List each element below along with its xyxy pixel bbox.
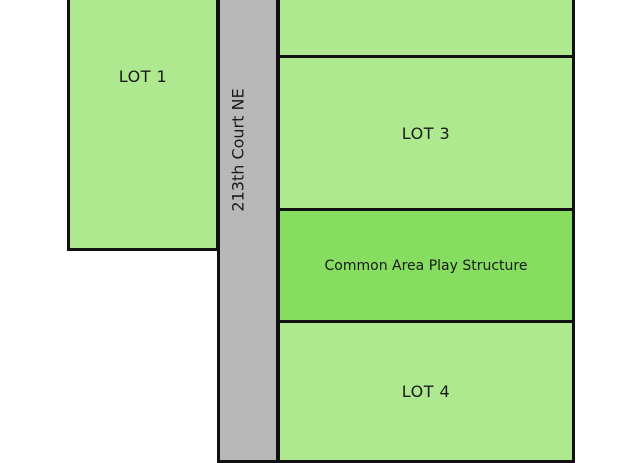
road-name-label: 213th Court NE (228, 88, 248, 212)
lot-3-parcel: LOT 3 (277, 55, 575, 211)
lot-1-label: LOT 1 (118, 67, 168, 86)
lot-1-parcel: LOT 1 (67, 0, 219, 251)
lot-3-label: LOT 3 (401, 123, 451, 143)
lot-2-parcel (277, 0, 575, 58)
lot-4-parcel: LOT 4 (277, 320, 575, 463)
common-area-label: Common Area Play Structure (324, 257, 528, 274)
road-213th-court-ne (217, 0, 279, 463)
lot-4-label: LOT 4 (401, 382, 451, 401)
common-area-parcel: Common Area Play Structure (277, 208, 575, 323)
